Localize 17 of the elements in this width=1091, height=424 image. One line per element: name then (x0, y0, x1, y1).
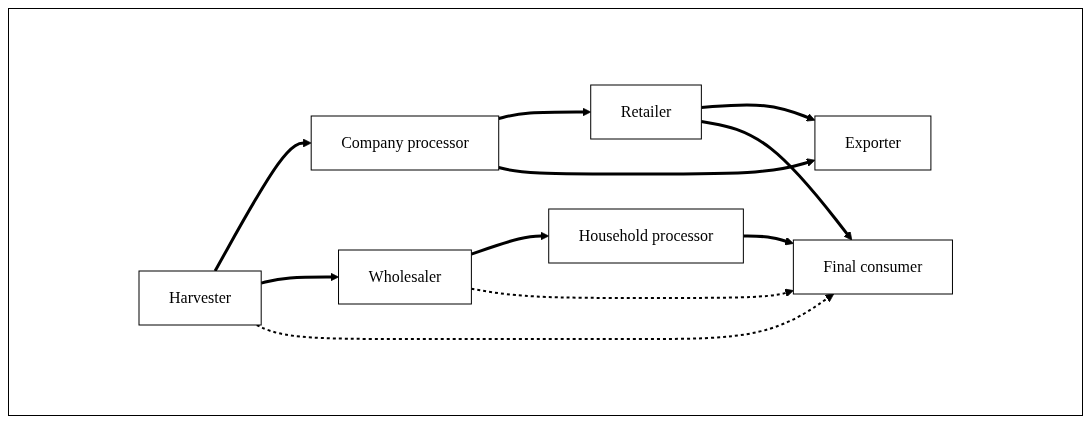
arrow (470, 287, 794, 299)
node-box: Exporter (814, 115, 932, 171)
node-box: Final consumer (792, 239, 953, 295)
node-box: Company processor (310, 115, 499, 171)
node-box: Retailer (590, 84, 702, 140)
node-box: Wholesaler (337, 249, 472, 305)
arrow (498, 158, 816, 176)
arrow (213, 138, 312, 272)
arrow (701, 103, 816, 122)
arrow (498, 107, 591, 120)
arrow (470, 231, 549, 256)
node-box: Harvester (138, 270, 262, 326)
node-box: Household processor (548, 208, 744, 264)
arrow (255, 293, 834, 340)
arrow (260, 272, 339, 285)
arrow (700, 120, 852, 241)
arrow (743, 234, 794, 246)
